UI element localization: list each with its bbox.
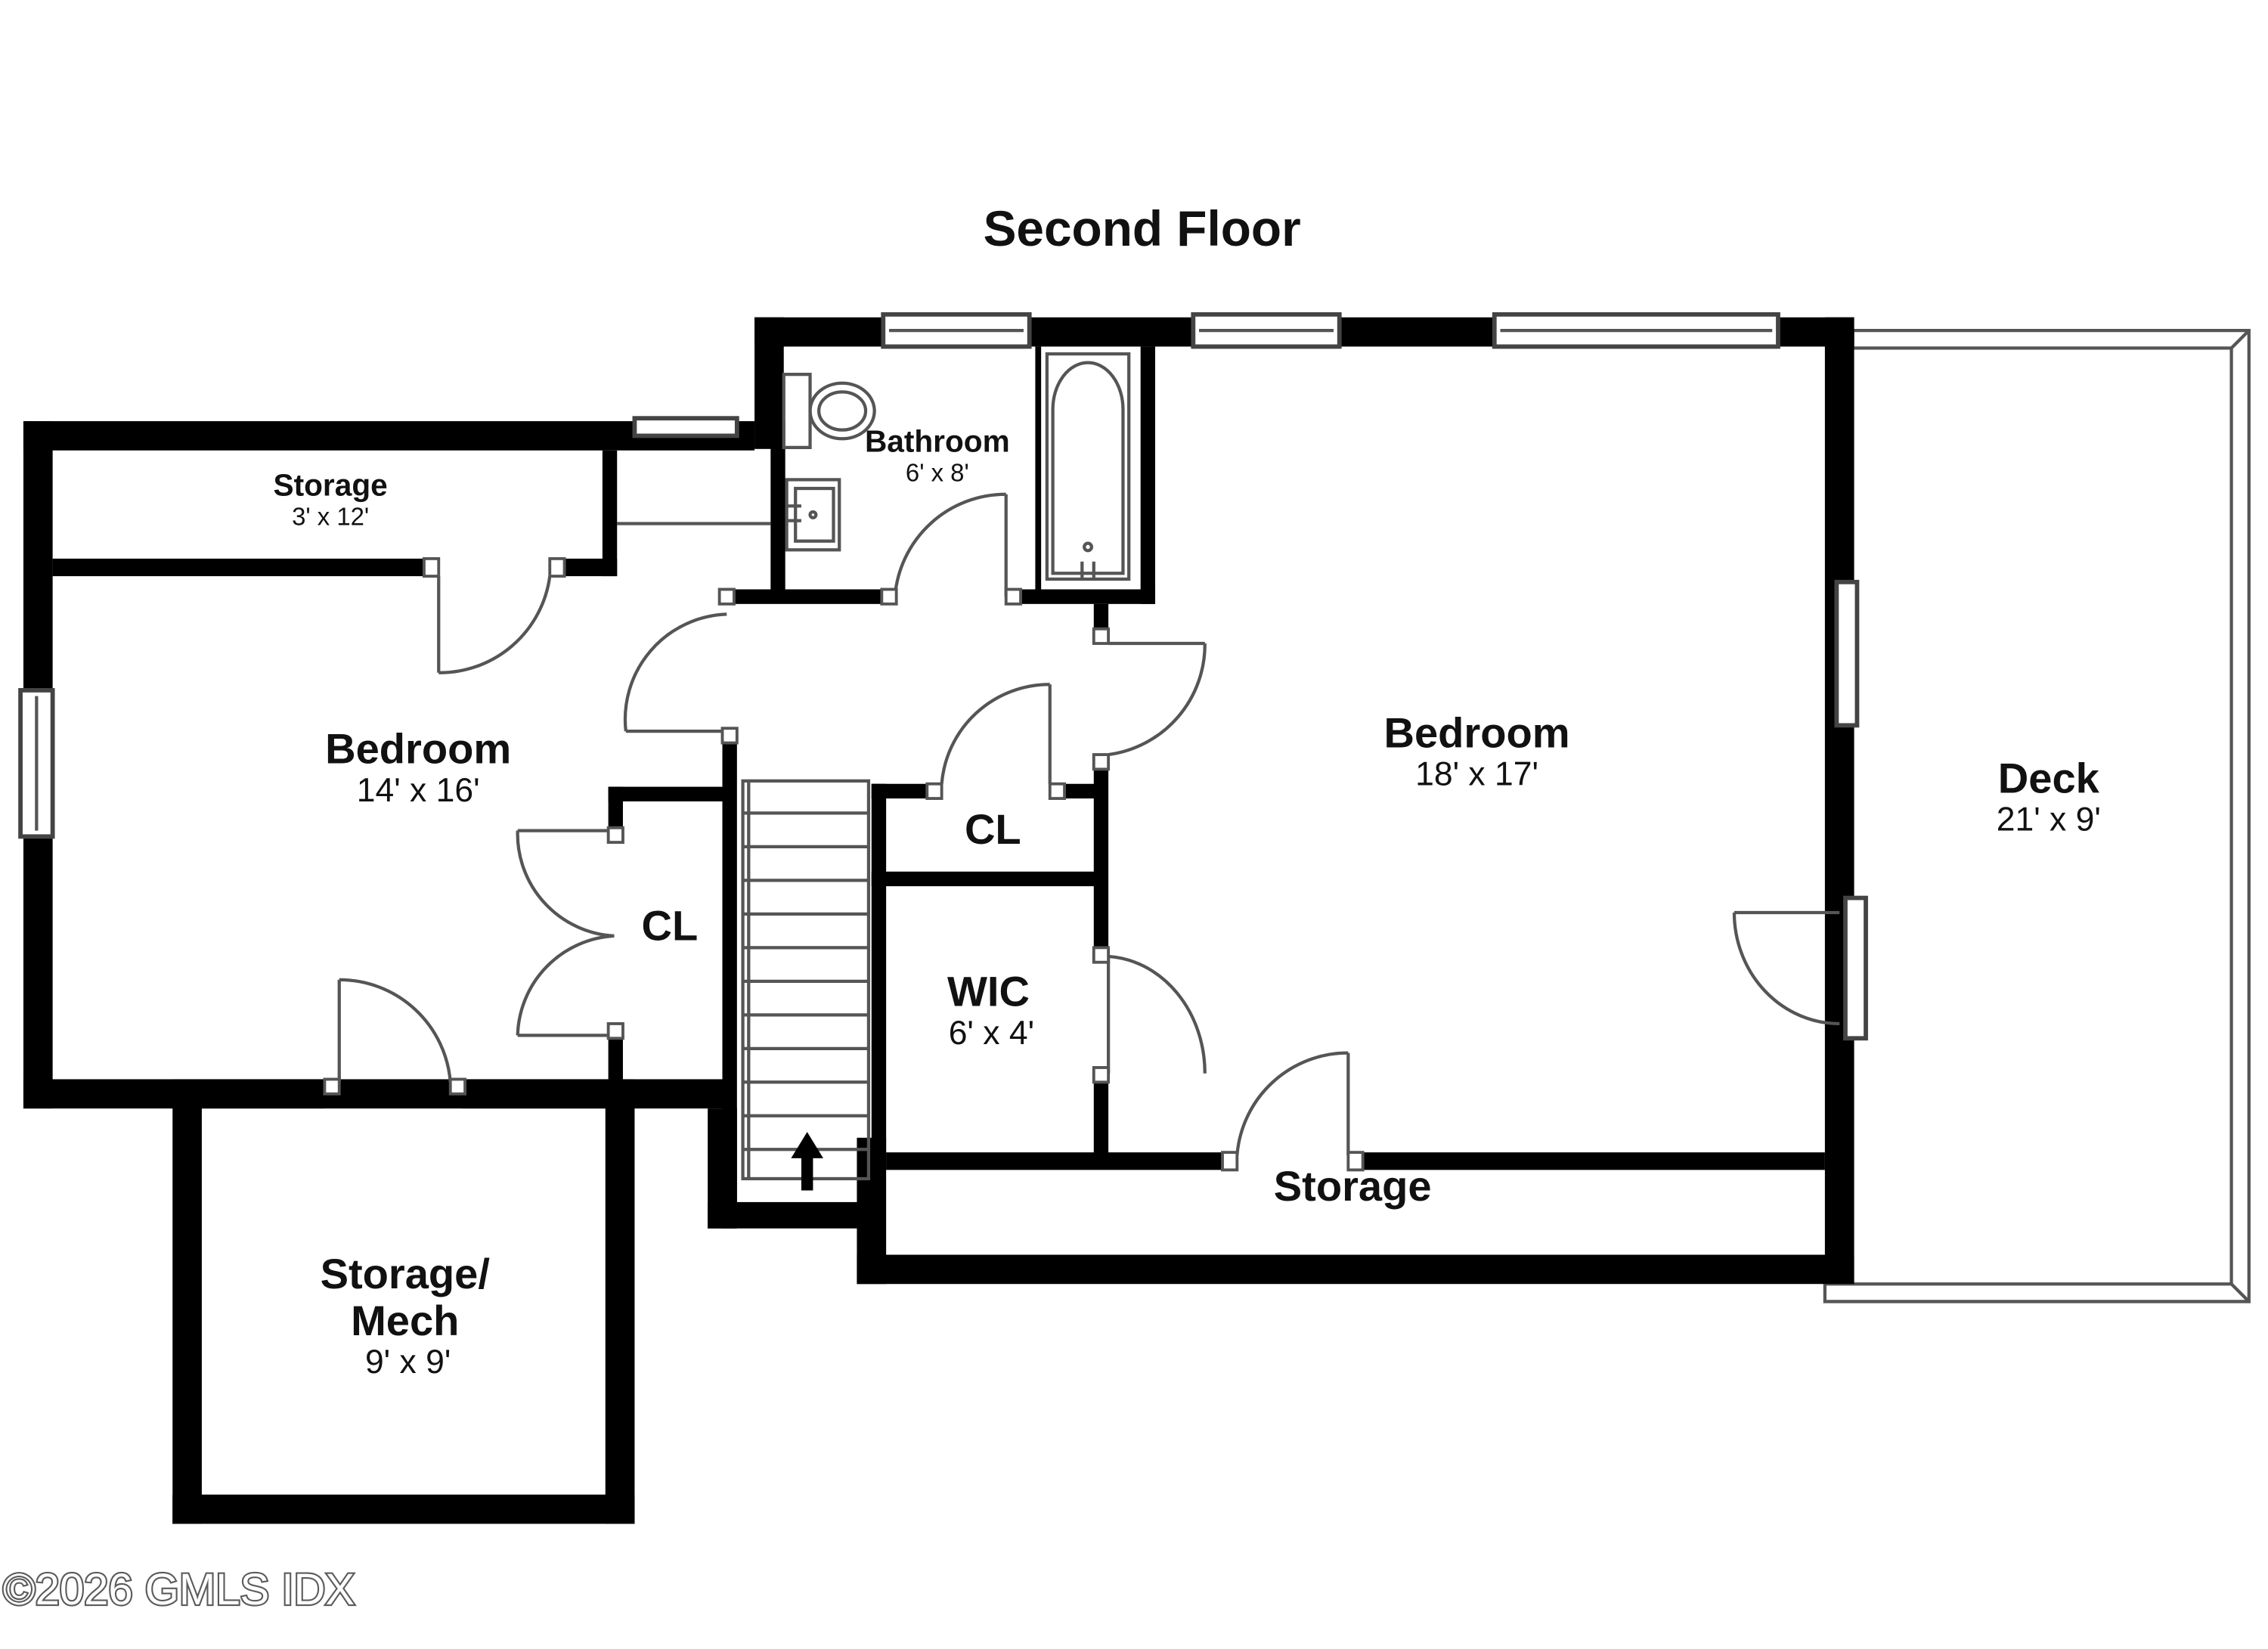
storage-mech-name-2: Mech <box>351 1297 459 1344</box>
storage-bottom-name: Storage <box>1274 1162 1432 1210</box>
storage-top-dims: 3' x 12' <box>292 502 369 530</box>
windows <box>18 312 1868 1041</box>
storage-mech-dims: 9' x 9' <box>365 1344 451 1381</box>
stair-arrow-icon <box>791 1132 823 1191</box>
storage-top-name: Storage <box>274 468 388 503</box>
bathroom-fixtures <box>617 352 1131 581</box>
closet-center-name: CL <box>965 805 1021 853</box>
bathroom-name: Bathroom <box>865 424 1010 459</box>
sink <box>785 478 841 552</box>
toilet-tank <box>782 373 812 449</box>
toilet-bowl <box>808 381 876 441</box>
deck-dims: 21' x 9' <box>1997 801 2101 838</box>
closet-left-name: CL <box>641 902 698 950</box>
wic-name: WIC <box>947 968 1030 1015</box>
bedroom-left-name: Bedroom <box>325 725 511 773</box>
room-labels: Storage 3' x 12' Bathroom 6' x 8' Bedroo… <box>274 424 2101 1381</box>
wic-dims: 6' x 4' <box>949 1015 1034 1052</box>
storage-mech-name-1: Storage/ <box>321 1250 491 1297</box>
plan-title: Second Floor <box>984 200 1301 256</box>
deck-name: Deck <box>1998 754 2100 801</box>
bedroom-right-dims: 18' x 17' <box>1415 756 1538 793</box>
bedroom-right-name: Bedroom <box>1383 708 1569 756</box>
bedroom-left-dims: 14' x 16' <box>357 772 480 809</box>
bathroom-dims: 6' x 8' <box>906 458 969 486</box>
doors <box>323 492 1840 1172</box>
copyright-watermark: ©2026 GMLS IDX <box>3 1565 355 1614</box>
bathtub <box>1045 352 1131 581</box>
stairs <box>741 779 871 1191</box>
